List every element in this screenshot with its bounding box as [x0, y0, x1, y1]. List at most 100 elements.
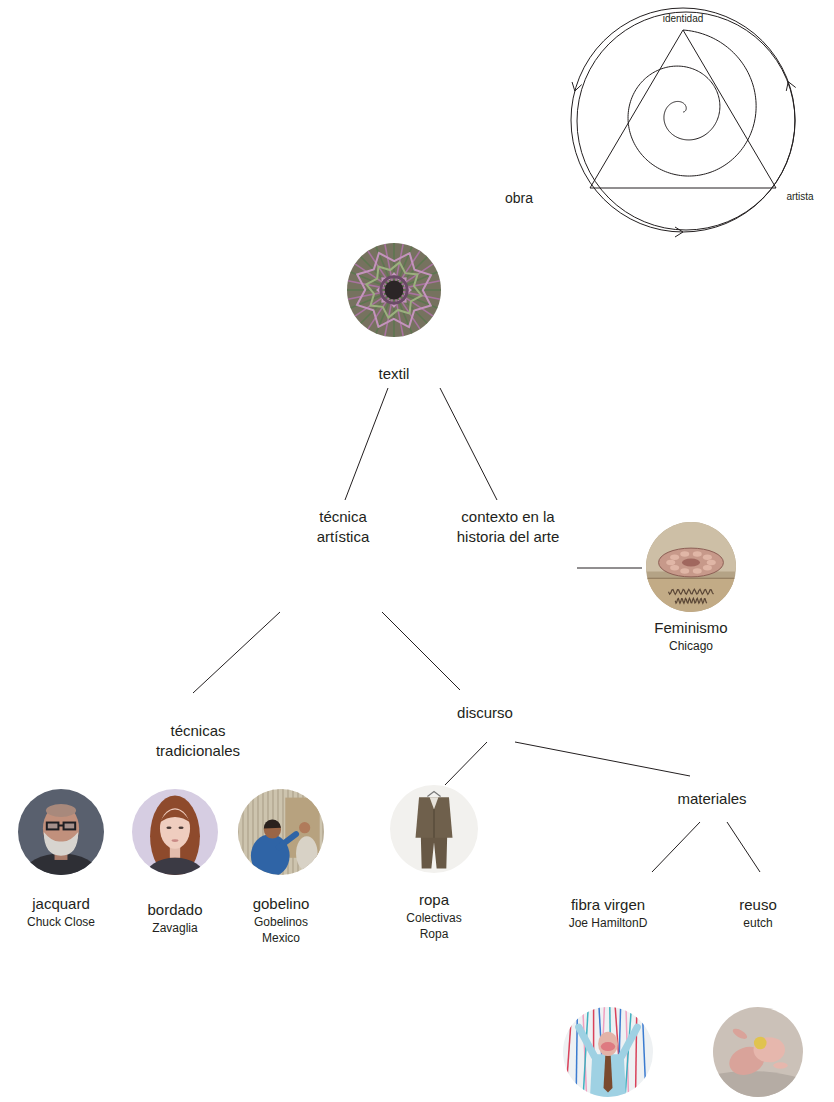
tree-node: reusoeutch	[709, 872, 807, 1097]
loom-warp	[248, 789, 249, 875]
weaver-head	[299, 822, 310, 833]
girl-eye	[178, 826, 183, 829]
suit-hanger	[427, 792, 440, 797]
vertex-label: obra	[505, 190, 533, 207]
spiral	[628, 30, 756, 176]
weave-ring	[366, 262, 421, 317]
figure-head	[598, 1032, 618, 1056]
tree-branch	[577, 568, 642, 569]
hands-finger	[773, 1062, 787, 1068]
girl-bangs	[159, 809, 192, 823]
node-title: bordado	[147, 900, 202, 920]
node-title: contexto en la historia del arte	[443, 507, 573, 547]
plate-table	[646, 578, 736, 612]
suit-ground	[390, 785, 478, 873]
node-title: materiales	[677, 789, 746, 809]
portrait-glasses	[64, 823, 76, 830]
weaver-arm	[279, 834, 296, 847]
figure-arm	[579, 1027, 595, 1056]
yarn-strand	[566, 1007, 572, 1093]
weaver-hair	[264, 820, 281, 829]
tree-node: FeminismoChicago	[642, 522, 740, 658]
weave-ring	[357, 253, 431, 327]
node-caption: eutch	[743, 915, 772, 931]
image-group	[18, 789, 104, 875]
portrait-beard	[44, 832, 78, 856]
loom-warp	[238, 789, 239, 875]
node-title: gobelino	[253, 894, 310, 914]
tree-branch	[440, 388, 497, 500]
plate-script	[675, 598, 707, 603]
tree-node: discurso	[443, 690, 527, 742]
weave-ground	[347, 243, 441, 337]
node-caption: Zavaglia	[152, 920, 197, 936]
weave-center	[385, 281, 404, 300]
hands-yellow	[754, 1037, 767, 1050]
weaver-body	[296, 836, 318, 870]
suit-trousers	[421, 836, 447, 869]
plate-petal	[693, 551, 702, 556]
portrait-glasses	[47, 823, 59, 830]
node-caption: Chicago	[669, 638, 713, 654]
suit-shirt	[430, 797, 439, 809]
node-image	[18, 789, 104, 875]
node-image	[713, 1007, 803, 1097]
node-image	[390, 785, 478, 873]
cycle-arrow	[786, 82, 795, 91]
cycle-arrows	[572, 82, 796, 237]
image-group	[563, 1007, 653, 1097]
image-group	[238, 789, 324, 875]
tree-branch	[445, 742, 487, 785]
figure-shirt	[590, 1054, 626, 1097]
plate-petal	[670, 555, 679, 560]
node-caption: Chuck Close	[27, 914, 95, 930]
suit-jacket	[416, 797, 453, 837]
tree-branch	[345, 388, 388, 500]
plate-petal	[707, 560, 716, 565]
image-group	[347, 243, 441, 337]
weave-ring	[381, 277, 407, 303]
portrait-glasses	[58, 825, 63, 827]
loom-warp	[323, 789, 324, 875]
plate-center	[682, 558, 700, 566]
tree-branch	[382, 612, 460, 690]
image-group	[132, 789, 218, 875]
plate-petal	[703, 555, 712, 560]
tree-node: técnicas tradicionales	[139, 693, 257, 765]
cycle-circle	[571, 8, 795, 232]
girl-lips	[172, 839, 179, 842]
tree-node: contexto en la historia del arte	[439, 500, 577, 575]
plate-petal	[666, 560, 675, 565]
cycle-arrow	[675, 227, 683, 237]
loom-warp	[243, 789, 244, 875]
figure-mask	[601, 1042, 615, 1051]
figure-tie	[604, 1056, 613, 1093]
girl-eye	[166, 826, 171, 829]
tree-branch	[652, 822, 700, 872]
plate-petal	[680, 568, 689, 573]
node-title: fibra virgen	[571, 895, 645, 915]
yarn-strand	[642, 1007, 646, 1093]
node-caption: Joe HamiltonD	[569, 915, 648, 931]
hands-shape	[754, 1037, 786, 1062]
cycle-circle	[577, 12, 795, 230]
image-group	[347, 243, 441, 337]
image-group	[18, 789, 104, 875]
node-caption: Gobelinos Mexico	[249, 914, 313, 946]
figure-arm	[622, 1027, 638, 1056]
plate	[659, 548, 724, 577]
node-title: técnicas tradicionales	[143, 721, 253, 761]
tree-node: jacquardChuck Close	[14, 789, 108, 934]
image-group	[238, 789, 324, 875]
plate-petal	[680, 551, 689, 556]
hands-fabric	[713, 1071, 803, 1097]
node-title: técnica artística	[303, 507, 383, 547]
figure-ground	[563, 1007, 653, 1097]
yarn-strand	[576, 1007, 577, 1093]
yarn-strand	[636, 1007, 637, 1093]
plate-petal	[693, 568, 702, 573]
tree-branch	[515, 742, 690, 776]
vertex-label: identidad	[663, 13, 704, 25]
node-image	[563, 1007, 653, 1097]
